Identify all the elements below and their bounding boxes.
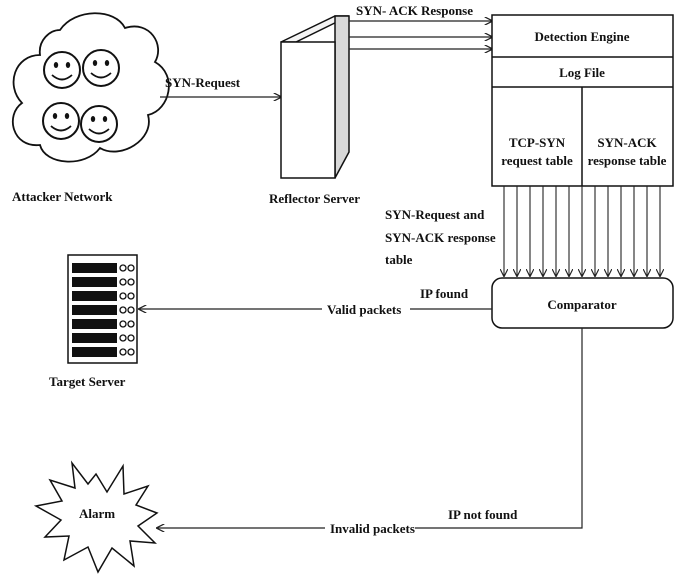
detection-engine-label: Detection Engine xyxy=(535,29,630,44)
tables-label-1: SYN-Request and xyxy=(385,207,485,222)
alarm-label: Alarm xyxy=(79,506,115,521)
attacker-network-cloud xyxy=(13,13,169,161)
attacker-smiley-icon xyxy=(43,103,79,139)
syn-request-label: SYN-Request xyxy=(165,75,241,90)
log-file-label: Log File xyxy=(559,65,605,80)
valid-packets-label: Valid packets xyxy=(327,302,401,317)
ip-found-label: IP found xyxy=(420,286,469,301)
reflector-server-label: Reflector Server xyxy=(269,191,360,206)
syn-ack-response-label: SYN- ACK Response xyxy=(356,3,473,18)
tables-label-3: table xyxy=(385,252,413,267)
table-to-comparator-arrows xyxy=(504,186,660,276)
tables-label-2: SYN-ACK response xyxy=(385,230,496,245)
syn-ack-table-label-1: SYN-ACK xyxy=(597,135,657,150)
target-server-label: Target Server xyxy=(49,374,126,389)
attacker-smiley-icon xyxy=(81,106,117,142)
invalid-packets-label: Invalid packets xyxy=(330,521,415,536)
comparator-label: Comparator xyxy=(547,297,617,312)
syn-ack-table-label-2: response table xyxy=(588,153,667,168)
ip-not-found-label: IP not found xyxy=(448,507,518,522)
reflector-server-icon xyxy=(281,16,349,178)
tcp-syn-table-label-2: request table xyxy=(501,153,573,168)
attacker-network-label: Attacker Network xyxy=(12,189,113,204)
attacker-smiley-icon xyxy=(44,52,80,88)
attacker-smiley-icon xyxy=(83,50,119,86)
tcp-syn-table-label-1: TCP-SYN xyxy=(509,135,566,150)
target-server-icon xyxy=(68,255,137,363)
invalid-packets-line xyxy=(415,328,582,528)
